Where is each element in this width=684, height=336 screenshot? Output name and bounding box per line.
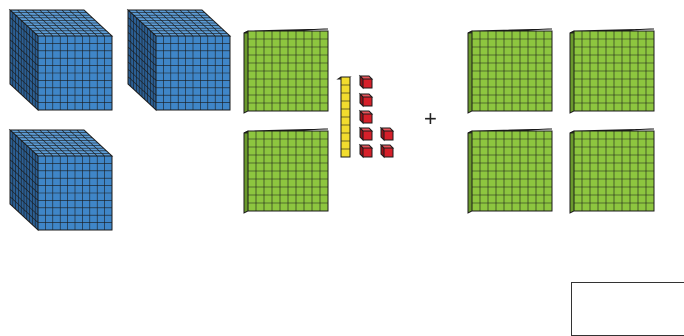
unit-cube: [360, 111, 372, 123]
unit-cube: [360, 145, 372, 157]
hundred-flat: [244, 129, 328, 213]
plus-sign: +: [424, 108, 437, 130]
unit-cube: [360, 94, 372, 106]
hundred-flat: [468, 29, 552, 113]
ten-rod: [338, 77, 350, 157]
unit-cube: [381, 145, 393, 157]
thousand-cube: [10, 130, 112, 230]
hundred-flat: [468, 129, 552, 213]
thousand-cube: [10, 10, 112, 110]
hundred-flat: [244, 29, 328, 113]
unit-cube: [360, 76, 372, 88]
hundred-flat: [570, 129, 654, 213]
thousand-cube: [128, 10, 230, 110]
unit-cube: [360, 128, 372, 140]
hundred-flat: [570, 29, 654, 113]
unit-cube: [381, 128, 393, 140]
answer-box[interactable]: [571, 282, 684, 336]
